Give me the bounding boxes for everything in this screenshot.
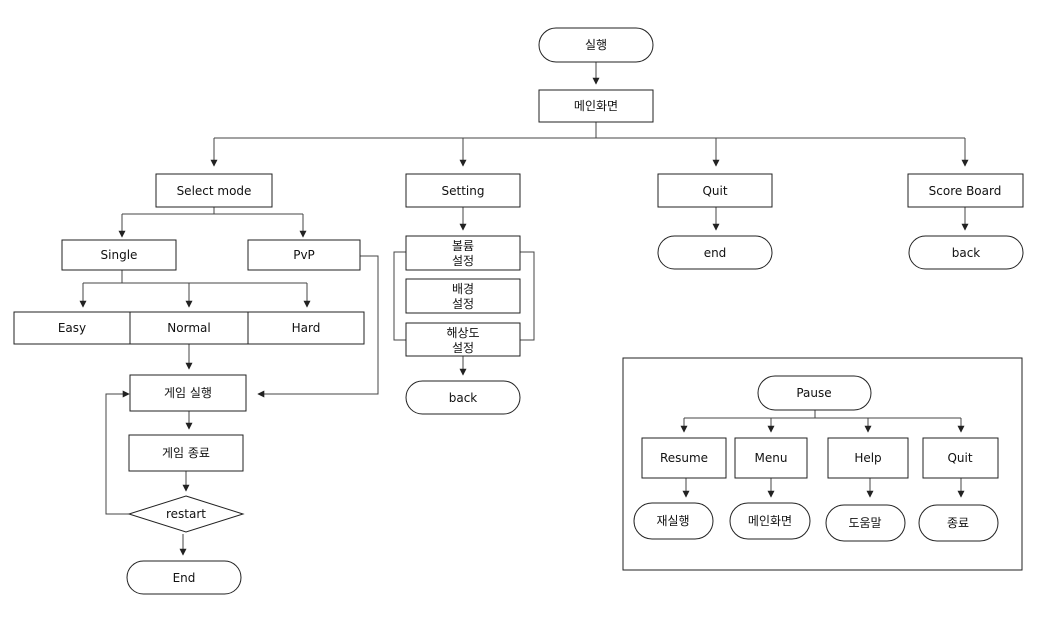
node-start: 실행 xyxy=(538,27,654,63)
node-end-label: End xyxy=(173,571,196,585)
edge-setting-loop-right xyxy=(520,251,535,341)
node-pause-label: Pause xyxy=(796,386,831,400)
node-background-label-2: 설정 xyxy=(452,297,474,311)
edge-pvp-game xyxy=(257,255,379,398)
node-menu-target: 메인화면 xyxy=(729,502,811,540)
node-resume-target-label: 재실행 xyxy=(656,513,689,528)
node-hard: Hard xyxy=(247,311,365,345)
node-score-board: Score Board xyxy=(907,173,1024,208)
node-menu-target-label: 메인화면 xyxy=(748,514,792,528)
node-volume-label-1: 볼륨 xyxy=(452,239,474,253)
node-hard-label: Hard xyxy=(292,321,321,335)
node-main-screen-label: 메인화면 xyxy=(574,99,618,113)
node-quit-target: 종료 xyxy=(918,504,999,542)
node-resume-label: Resume xyxy=(660,451,708,465)
node-easy: Easy xyxy=(13,311,131,345)
node-quit-end: end xyxy=(657,235,773,270)
node-game-end-label: 게임 종료 xyxy=(162,446,210,460)
edge-restart-loop xyxy=(105,390,130,515)
node-end: End xyxy=(126,560,242,595)
node-quit-end-label: end xyxy=(704,246,727,260)
node-single: Single xyxy=(61,239,177,271)
node-resolution-label-1: 해상도 xyxy=(446,326,479,340)
node-score-board-label: Score Board xyxy=(929,184,1002,198)
node-resume-target: 재실행 xyxy=(633,502,714,540)
node-main-screen: 메인화면 xyxy=(538,89,654,123)
node-restart: restart xyxy=(127,495,245,533)
node-quit-label: Quit xyxy=(702,184,727,198)
node-help: Help xyxy=(827,437,909,479)
connectors xyxy=(79,62,969,556)
node-background-label-1: 배경 xyxy=(452,282,474,296)
node-volume-setting: 볼륨 설정 xyxy=(405,235,521,271)
node-help-target-label: 도움말 xyxy=(848,516,881,530)
node-resolution-setting: 해상도 설정 xyxy=(405,322,521,357)
node-restart-label: restart xyxy=(166,507,206,521)
node-help-target: 도움말 xyxy=(825,504,906,542)
node-resume: Resume xyxy=(641,437,727,479)
node-pvp-label: PvP xyxy=(293,248,315,262)
node-normal-label: Normal xyxy=(167,321,210,335)
node-single-label: Single xyxy=(101,248,138,262)
node-game-run: 게임 실행 xyxy=(129,374,247,412)
node-setting-back: back xyxy=(405,380,521,415)
node-setting: Setting xyxy=(405,173,521,208)
node-help-label: Help xyxy=(854,451,881,465)
node-easy-label: Easy xyxy=(58,321,86,335)
node-quit-target-label: 종료 xyxy=(947,516,969,530)
node-pause-quit: Quit xyxy=(922,437,999,479)
node-menu: Menu xyxy=(734,437,808,479)
node-game-end: 게임 종료 xyxy=(128,434,244,472)
node-score-back: back xyxy=(908,235,1024,270)
pause-frame xyxy=(622,357,1023,571)
node-background-setting: 배경 설정 xyxy=(405,278,521,314)
node-volume-label-2: 설정 xyxy=(452,254,474,268)
node-pause-quit-label: Quit xyxy=(947,451,972,465)
node-setting-back-label: back xyxy=(449,391,478,405)
node-start-label: 실행 xyxy=(585,37,607,52)
edge-setting-loop-left xyxy=(393,251,406,341)
node-setting-label: Setting xyxy=(442,184,485,198)
node-resolution-label-2: 설정 xyxy=(452,341,474,355)
node-select-mode-label: Select mode xyxy=(177,184,252,198)
node-game-run-label: 게임 실행 xyxy=(164,385,212,400)
node-score-back-label: back xyxy=(952,246,981,260)
node-pause: Pause xyxy=(757,375,872,411)
node-pvp: PvP xyxy=(247,239,361,271)
node-menu-label: Menu xyxy=(755,451,788,465)
node-select-mode: Select mode xyxy=(155,173,273,208)
node-quit: Quit xyxy=(657,173,773,208)
node-normal: Normal xyxy=(129,311,249,345)
